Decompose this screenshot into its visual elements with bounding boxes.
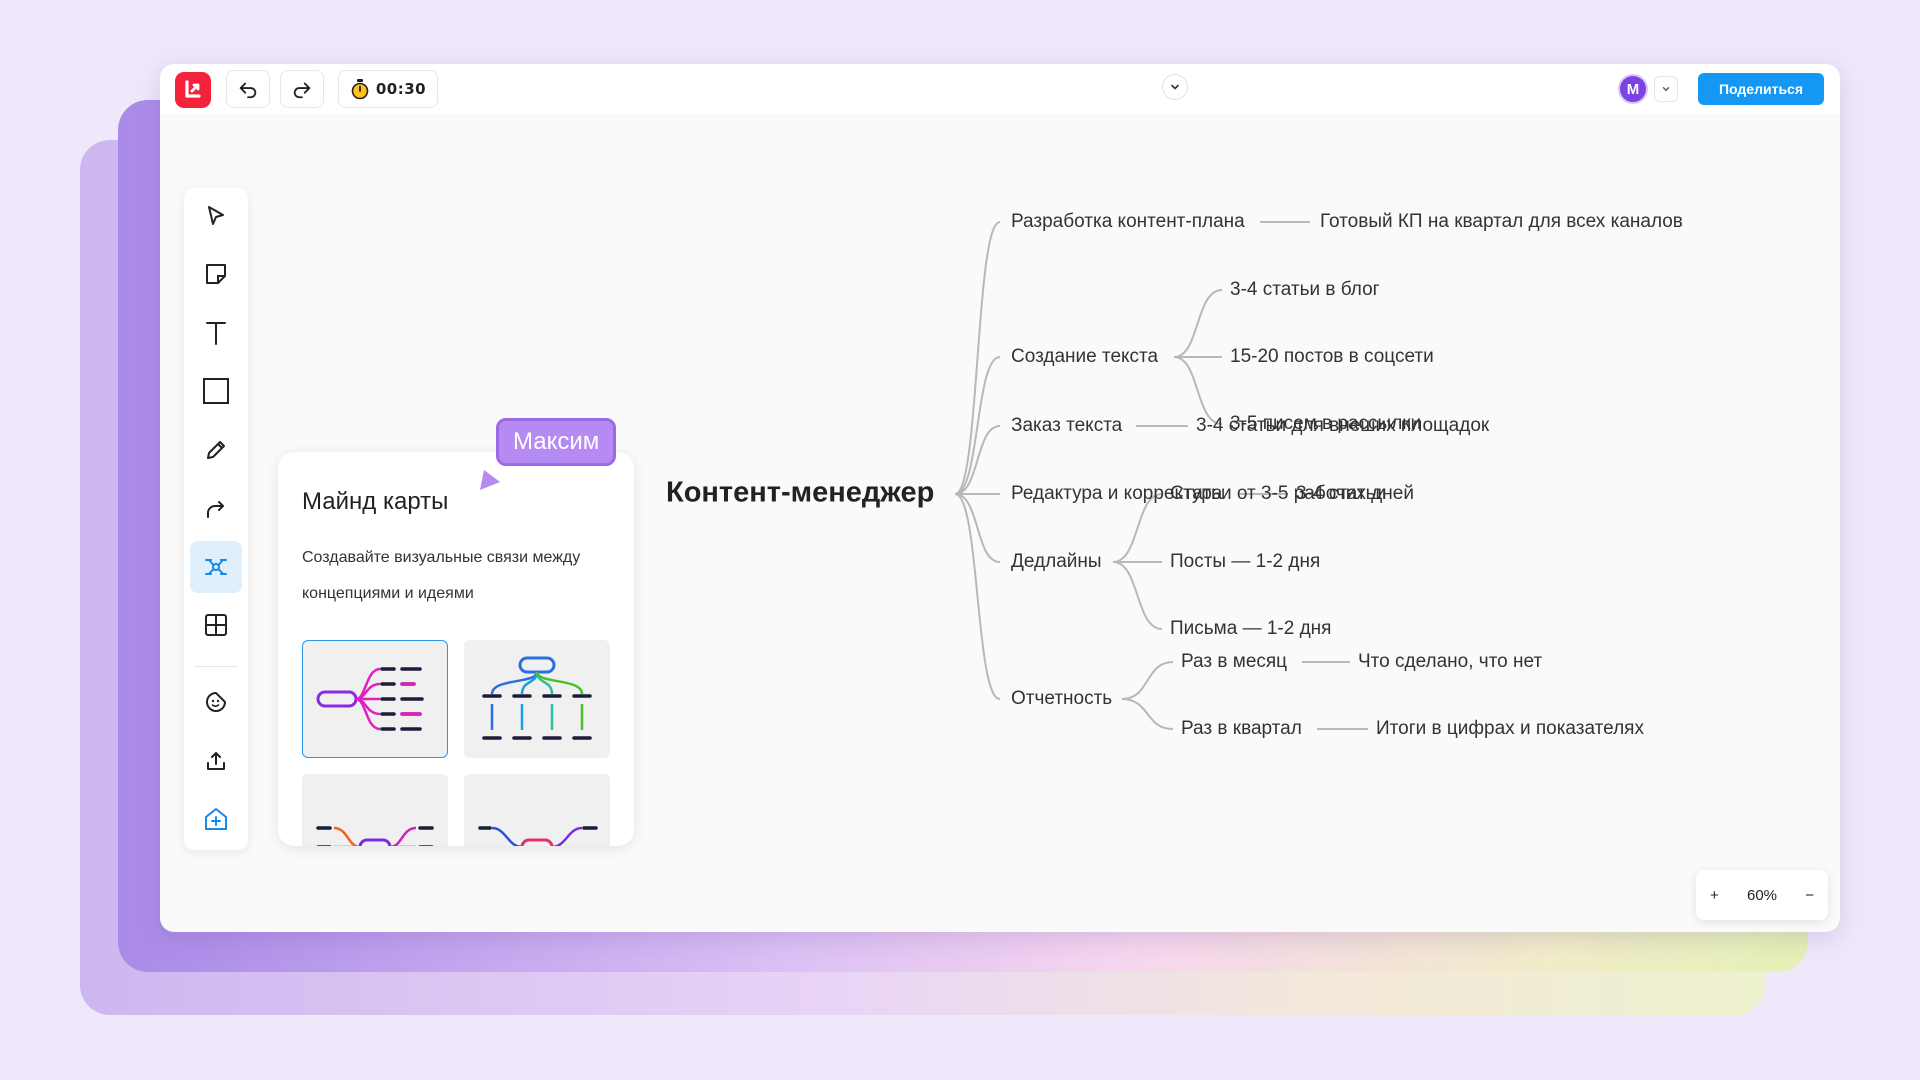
toolbar-separator <box>194 666 238 667</box>
undo-button[interactable] <box>226 70 270 108</box>
template-org-chart[interactable] <box>464 640 610 758</box>
tool-select[interactable] <box>190 190 242 242</box>
timer-button[interactable]: 00:30 <box>338 70 438 108</box>
select-icon <box>208 206 224 225</box>
template-mindmap-both[interactable] <box>302 774 448 846</box>
text-icon <box>206 322 226 345</box>
mindmap-leaf[interactable]: 3-4 статьи для внеших площадок <box>1196 415 1490 436</box>
table-icon <box>205 614 227 636</box>
panel-description: Создавайте визуальные связи между концеп… <box>302 549 581 602</box>
redo-icon <box>293 82 311 99</box>
mindmap-leaf[interactable]: Статьи от 3-5 рабочих дней <box>1170 483 1414 504</box>
mindmap-branch[interactable]: Отчетность <box>1011 688 1112 709</box>
zoom-level: 60% <box>1746 886 1778 904</box>
mindmap-branch[interactable]: Создание текста <box>1011 346 1159 367</box>
tool-sticky-note[interactable] <box>190 248 242 300</box>
template-tree-preview-icon <box>482 656 592 740</box>
mindmap-sub-branch[interactable]: Раз в квартал <box>1181 718 1302 739</box>
share-button[interactable]: Поделиться <box>1698 73 1824 105</box>
sticky-note-icon <box>206 264 226 284</box>
mindmap-connectors <box>954 221 1368 730</box>
template-balanced-preview-icon <box>478 826 598 846</box>
tool-sticker[interactable] <box>190 676 242 728</box>
template-both-preview-icon <box>316 826 434 846</box>
board-window: 00:30 M Поделиться <box>160 64 1840 932</box>
collaborator-name-tag: Максим <box>496 418 617 466</box>
undo-icon <box>239 82 257 99</box>
collaborator-cursor-icon <box>480 470 500 490</box>
mindmap-root[interactable]: Контент-менеджер <box>666 477 934 509</box>
template-mindmap-balanced[interactable] <box>464 774 610 846</box>
tool-text[interactable] <box>190 307 242 359</box>
top-bar: 00:30 M Поделиться <box>160 64 1840 114</box>
upload-icon <box>207 752 225 770</box>
mindmap-branch[interactable]: Разработка контент-плана <box>1011 211 1245 232</box>
timer-value: 00:30 <box>375 80 427 98</box>
mindmap-leaf[interactable]: 3-4 статьи <box>1296 483 1386 504</box>
mindmap-leaf[interactable]: Посты — 1-2 дня <box>1170 551 1320 572</box>
tool-connector[interactable] <box>190 482 242 534</box>
mindmap-leaf[interactable]: Готовый КП на квартал для всех каналов <box>1320 211 1683 232</box>
collapse-toggle[interactable] <box>1162 74 1188 100</box>
add-app-icon <box>205 808 227 830</box>
sticker-icon <box>206 692 226 712</box>
template-right-preview-icon <box>316 667 424 731</box>
zoom-in-button[interactable]: + <box>1710 886 1719 904</box>
panel-title: Майнд карты <box>302 488 449 515</box>
mindmap-branch[interactable]: Дедлайны <box>1011 551 1102 572</box>
chevron-down-icon <box>1171 84 1179 90</box>
mindmap-leaf[interactable]: 3-5 писем в рассылки <box>1230 413 1421 434</box>
mindmap-templates-panel: Майнд карты Создавайте визуальные связи … <box>278 452 634 846</box>
chevron-down-icon <box>1662 87 1670 92</box>
mindmap-leaf[interactable]: Письма — 1-2 дня <box>1170 618 1331 639</box>
tool-rectangle[interactable] <box>190 365 242 417</box>
logo-icon <box>185 80 201 98</box>
stopwatch-icon <box>351 79 369 100</box>
mindmap-sub-branch[interactable]: Раз в месяц <box>1181 651 1287 672</box>
template-mindmap-right[interactable] <box>302 640 448 758</box>
tool-mindmap[interactable] <box>190 541 242 593</box>
tool-upload[interactable] <box>190 735 242 787</box>
mindmap-icon <box>205 559 227 575</box>
mindmap-canvas: Контент-менеджер Разработка контент-план… <box>666 211 1683 739</box>
redo-button[interactable] <box>280 70 324 108</box>
pencil-icon <box>207 441 225 459</box>
left-toolbar <box>184 188 248 850</box>
mindmap-branch[interactable]: Заказ текста <box>1011 415 1123 436</box>
zoom-control: + 60% − <box>1696 870 1828 920</box>
mindmap-leaf[interactable]: Что сделано, что нет <box>1358 651 1542 672</box>
tool-add-app[interactable] <box>190 793 242 845</box>
connector-icon <box>207 501 224 518</box>
mindmap-leaf[interactable]: Итоги в цифрах и показателях <box>1376 718 1644 739</box>
zoom-out-button[interactable]: − <box>1805 886 1814 904</box>
user-avatar[interactable]: M <box>1618 74 1648 104</box>
mindmap-leaf[interactable]: 15-20 постов в соцсети <box>1230 346 1434 367</box>
tool-table[interactable] <box>190 599 242 651</box>
tool-pencil[interactable] <box>190 424 242 476</box>
user-menu-dropdown[interactable] <box>1654 76 1678 102</box>
rectangle-icon <box>203 378 229 404</box>
app-logo[interactable] <box>175 72 211 108</box>
mindmap-leaf[interactable]: 3-4 статьи в блог <box>1230 279 1380 300</box>
mindmap-branch[interactable]: Редактура и корректура <box>1011 483 1223 504</box>
